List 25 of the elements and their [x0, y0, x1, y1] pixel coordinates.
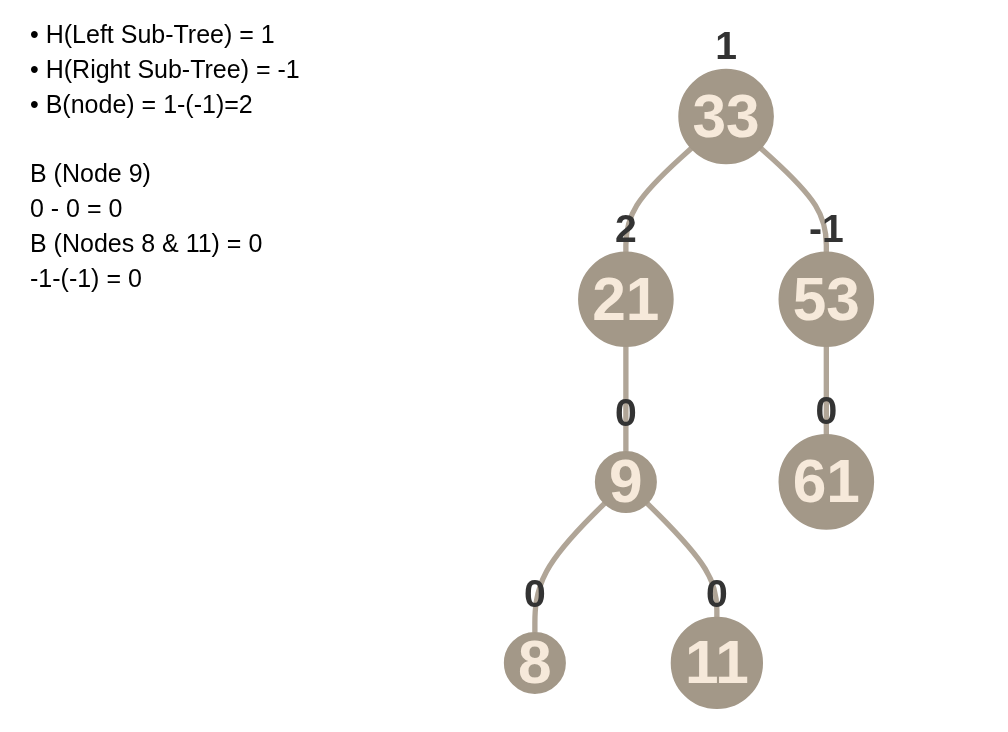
tree-node-circle: 61: [778, 434, 875, 530]
note-text: B (Nodes 8 & 11) = 0: [30, 229, 264, 258]
balance-factor: 0: [615, 390, 637, 434]
tree-edge: [759, 146, 829, 253]
tree-edge: [645, 501, 720, 618]
tree-edge: [623, 346, 629, 452]
bullet-note: • H(Right Sub-Tree) = -1: [30, 55, 301, 84]
tree-node-circle: 21: [578, 251, 674, 348]
balance-factor: -1: [808, 206, 844, 250]
balance-factor: 0: [524, 571, 546, 615]
balance-factor: 0: [706, 571, 728, 615]
note-text: B (Node 9): [30, 159, 152, 188]
balance-factor: 0: [815, 389, 838, 433]
note-text: 0 - 0 = 0: [30, 194, 124, 223]
tree-node-circle: 53: [778, 251, 875, 348]
tree-node-circle: 11: [670, 616, 763, 710]
bullet-note: • B(node) = 1-(-1)=2: [30, 90, 254, 119]
balance-factor: 1: [715, 23, 737, 67]
balance-factor: 2: [615, 206, 637, 250]
tree-edge: [623, 146, 694, 253]
tree-edge: [823, 346, 829, 435]
tree-edge: [532, 501, 607, 633]
tree-node-circle: 33: [678, 68, 774, 165]
bullet-note: • H(Left Sub-Tree) = 1: [30, 20, 276, 49]
note-text: -1-(-1) = 0: [30, 264, 143, 293]
